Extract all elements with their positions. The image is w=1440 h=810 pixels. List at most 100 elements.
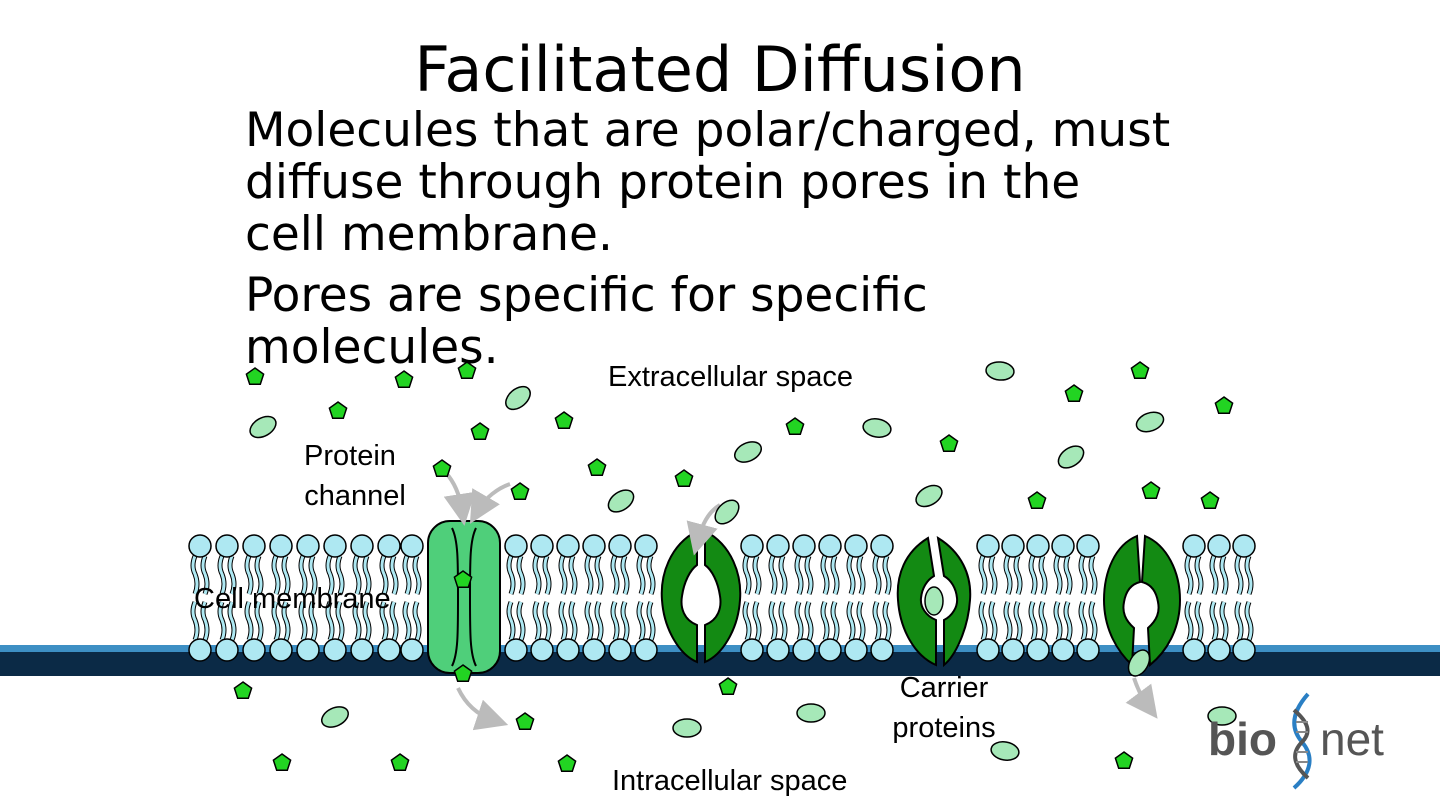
charged-molecule [1130,361,1150,380]
charged-molecule [1141,481,1161,500]
slide-title: Facilitated Diffusion [414,33,1026,106]
polar-molecule [1127,649,1151,677]
polar-molecule [714,499,740,525]
polar-molecule [321,706,349,728]
phospholipid [766,534,790,662]
logo-text-bio: bio [1208,713,1277,765]
charged-molecule [432,459,452,478]
charged-molecule [718,677,738,696]
charged-molecule [1214,396,1234,415]
arrow-out-of-channel [456,687,509,731]
arrow-into-channel-left [443,471,476,526]
phospholipid [350,534,374,662]
charged-molecule [1114,751,1134,770]
polar-molecule [249,415,277,439]
charged-molecule [674,469,694,488]
bullet-2-line-2: molecules. [245,320,499,375]
charged-molecule [1027,491,1047,510]
charged-molecule [470,422,490,441]
polar-molecule [990,741,1020,761]
charged-molecule [587,458,607,477]
phospholipid [844,534,868,662]
polar-molecule [915,484,943,508]
polar-molecule [607,489,635,513]
carrier-protein-open-outside [660,529,742,664]
intracellular-label: Intracellular space [612,765,848,797]
phospholipid [1051,534,1075,662]
charged-molecule [785,417,805,436]
carrier-proteins-label-line-1: Carrier [899,672,989,704]
charged-molecule [515,712,535,731]
charged-molecule [554,411,574,430]
charged-molecule [272,753,292,772]
phospholipid [1076,534,1100,662]
charged-molecule [233,681,253,700]
protein-channel-label-line-1: Protein [304,440,396,472]
charged-molecule [453,570,473,589]
arrow-into-channel-right [469,482,511,524]
phospholipid [377,534,401,662]
phospholipid [634,534,658,662]
phospholipid [1001,534,1025,662]
charged-molecule [1200,491,1220,510]
dna-helix-icon [1292,692,1312,790]
phospholipid [1232,534,1256,662]
protein-channel-label-line-2: channel [304,480,406,512]
phospholipid [188,534,212,662]
charged-molecule [453,664,473,683]
bullet-1-line-3: cell membrane. [245,207,613,262]
polar-molecule [1057,445,1085,469]
phospholipid [215,534,239,662]
phospholipid [818,534,842,662]
phospholipid [792,534,816,662]
phospholipid [269,534,293,662]
movement-arrows [443,471,1158,731]
carrier-protein-occluded [896,536,972,668]
arrow-into-carrier [686,503,722,556]
phospholipid [870,534,894,662]
carrier-proteins-label-line-2: proteins [892,712,996,744]
polar-molecule [985,361,1015,381]
phospholipid [530,534,554,662]
charged-molecule [394,370,414,389]
carrier-protein-open-inside [1102,534,1182,668]
polar-molecule [1207,706,1237,726]
charged-molecule [328,401,348,420]
phospholipid [400,534,424,662]
polar-molecule [796,703,826,723]
phospholipid [740,534,764,662]
phospholipid [976,534,1000,662]
charged-molecule [939,434,959,453]
phospholipid [1207,534,1231,662]
phospholipid [296,534,320,662]
charged-molecule [457,361,477,380]
bullet-2-line-1: Pores are specific for specific [245,268,928,323]
charged-molecule [557,754,577,773]
extracellular-label: Extracellular space [608,361,853,393]
protein-channel [427,520,501,674]
polar-molecule [505,385,531,411]
charged-molecule [510,482,530,501]
phospholipid-layer [188,534,1256,662]
phospholipid [504,534,528,662]
phospholipid [323,534,347,662]
bionet-logo: bio net [1208,692,1398,790]
bullet-1-line-1: Molecules that are polar/charged, must [245,103,1171,158]
charged-molecule [1064,384,1084,403]
polar-molecule [672,718,702,738]
phospholipid [608,534,632,662]
phospholipid [1182,534,1206,662]
phospholipid [582,534,606,662]
logo-text-net: net [1320,713,1384,765]
arrow-out-of-carrier [1125,677,1158,719]
polar-molecule [734,441,762,463]
molecules [233,361,1237,773]
phospholipid [556,534,580,662]
polar-molecule [1135,411,1165,433]
phospholipid [1026,534,1050,662]
cell-membrane-label: Cell membrane [194,583,391,615]
polar-molecule [862,418,892,438]
bullet-1-line-2: diffuse through protein pores in the [245,155,1081,210]
